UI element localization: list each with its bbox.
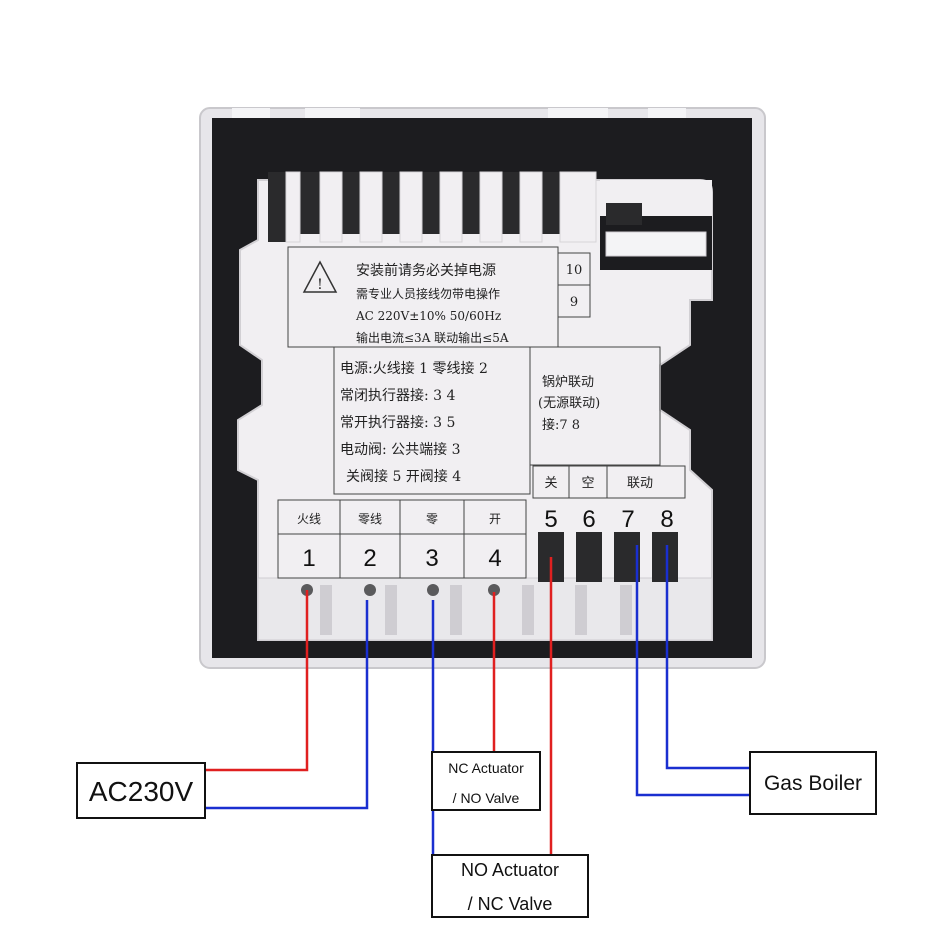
- side-number-9: 9: [570, 295, 578, 310]
- terminal-header-2: 零线: [358, 512, 382, 526]
- warning-line-2: 需专业人员接线勿带电操作: [356, 286, 500, 301]
- terminal-header-3: 零: [426, 512, 438, 526]
- terminal-number-8: 8: [660, 506, 673, 533]
- terminal-number-2: 2: [363, 545, 376, 572]
- terminal-number-3: 3: [425, 545, 438, 572]
- terminal-header-1: 火线: [297, 512, 321, 526]
- gas-boiler-label: Gas Boiler: [764, 772, 862, 795]
- nc-actuator-label-box: NC Actuator / NO Valve: [431, 751, 541, 811]
- header-linkage: 联动: [627, 476, 653, 491]
- side-number-10: 10: [566, 263, 583, 278]
- wiring-line-1: 电源:火线接 1 零线接 2: [340, 360, 488, 377]
- terminal-number-6: 6: [582, 506, 595, 533]
- wire-terminal8-blue: [665, 545, 750, 770]
- terminal-number-7: 7: [621, 506, 634, 533]
- terminal-number-5: 5: [544, 506, 557, 533]
- no-actuator-line-2: / NC Valve: [468, 894, 553, 914]
- gas-boiler-label-box: Gas Boiler: [749, 751, 877, 815]
- header-close: 关: [544, 476, 557, 491]
- warning-line-1: 安装前请务必关掉电源: [356, 262, 496, 279]
- wiring-line-4: 电动阀: 公共端接 3: [340, 441, 461, 458]
- terminal-number-4: 4: [488, 545, 501, 572]
- wiring-line-2: 常闭执行器接: 3 4: [340, 387, 456, 404]
- label-panel: ! 安装前请务必关掉电源 需专业人员接线勿带电操作 AC 220V±10% 50…: [277, 246, 686, 579]
- ac-label: AC230V: [89, 776, 194, 807]
- boiler-line-1: 锅炉联动: [542, 374, 594, 390]
- no-actuator-line-1: NO Actuator: [461, 860, 559, 880]
- boiler-line-2: (无源联动): [538, 396, 600, 411]
- ac-label-box: AC230V: [76, 762, 206, 819]
- warning-line-4: 输出电流≤3A 联动输出≤5A: [356, 330, 509, 345]
- nc-actuator-line-1: NC Actuator: [448, 760, 524, 776]
- boiler-line-3: 接:7 8: [542, 417, 580, 433]
- wiring-line-5: 关阀接 5 开阀接 4: [346, 468, 461, 485]
- svg-text:!: !: [317, 277, 323, 293]
- nc-actuator-line-2: / NO Valve: [453, 790, 520, 806]
- wire-terminal7-blue: [635, 545, 750, 797]
- terminal-number-1: 1: [302, 545, 315, 572]
- wire-live-red: [205, 590, 309, 772]
- wires: [205, 545, 750, 858]
- terminal-header-4: 开: [489, 512, 501, 526]
- warning-triangle-icon: !: [302, 260, 338, 293]
- no-actuator-label-box: NO Actuator / NC Valve: [431, 854, 589, 918]
- warning-line-3: AC 220V±10% 50/60Hz: [355, 309, 501, 323]
- wire-neutral-blue: [205, 600, 369, 810]
- header-empty: 空: [581, 476, 594, 491]
- wiring-line-3: 常开执行器接: 3 5: [340, 414, 455, 431]
